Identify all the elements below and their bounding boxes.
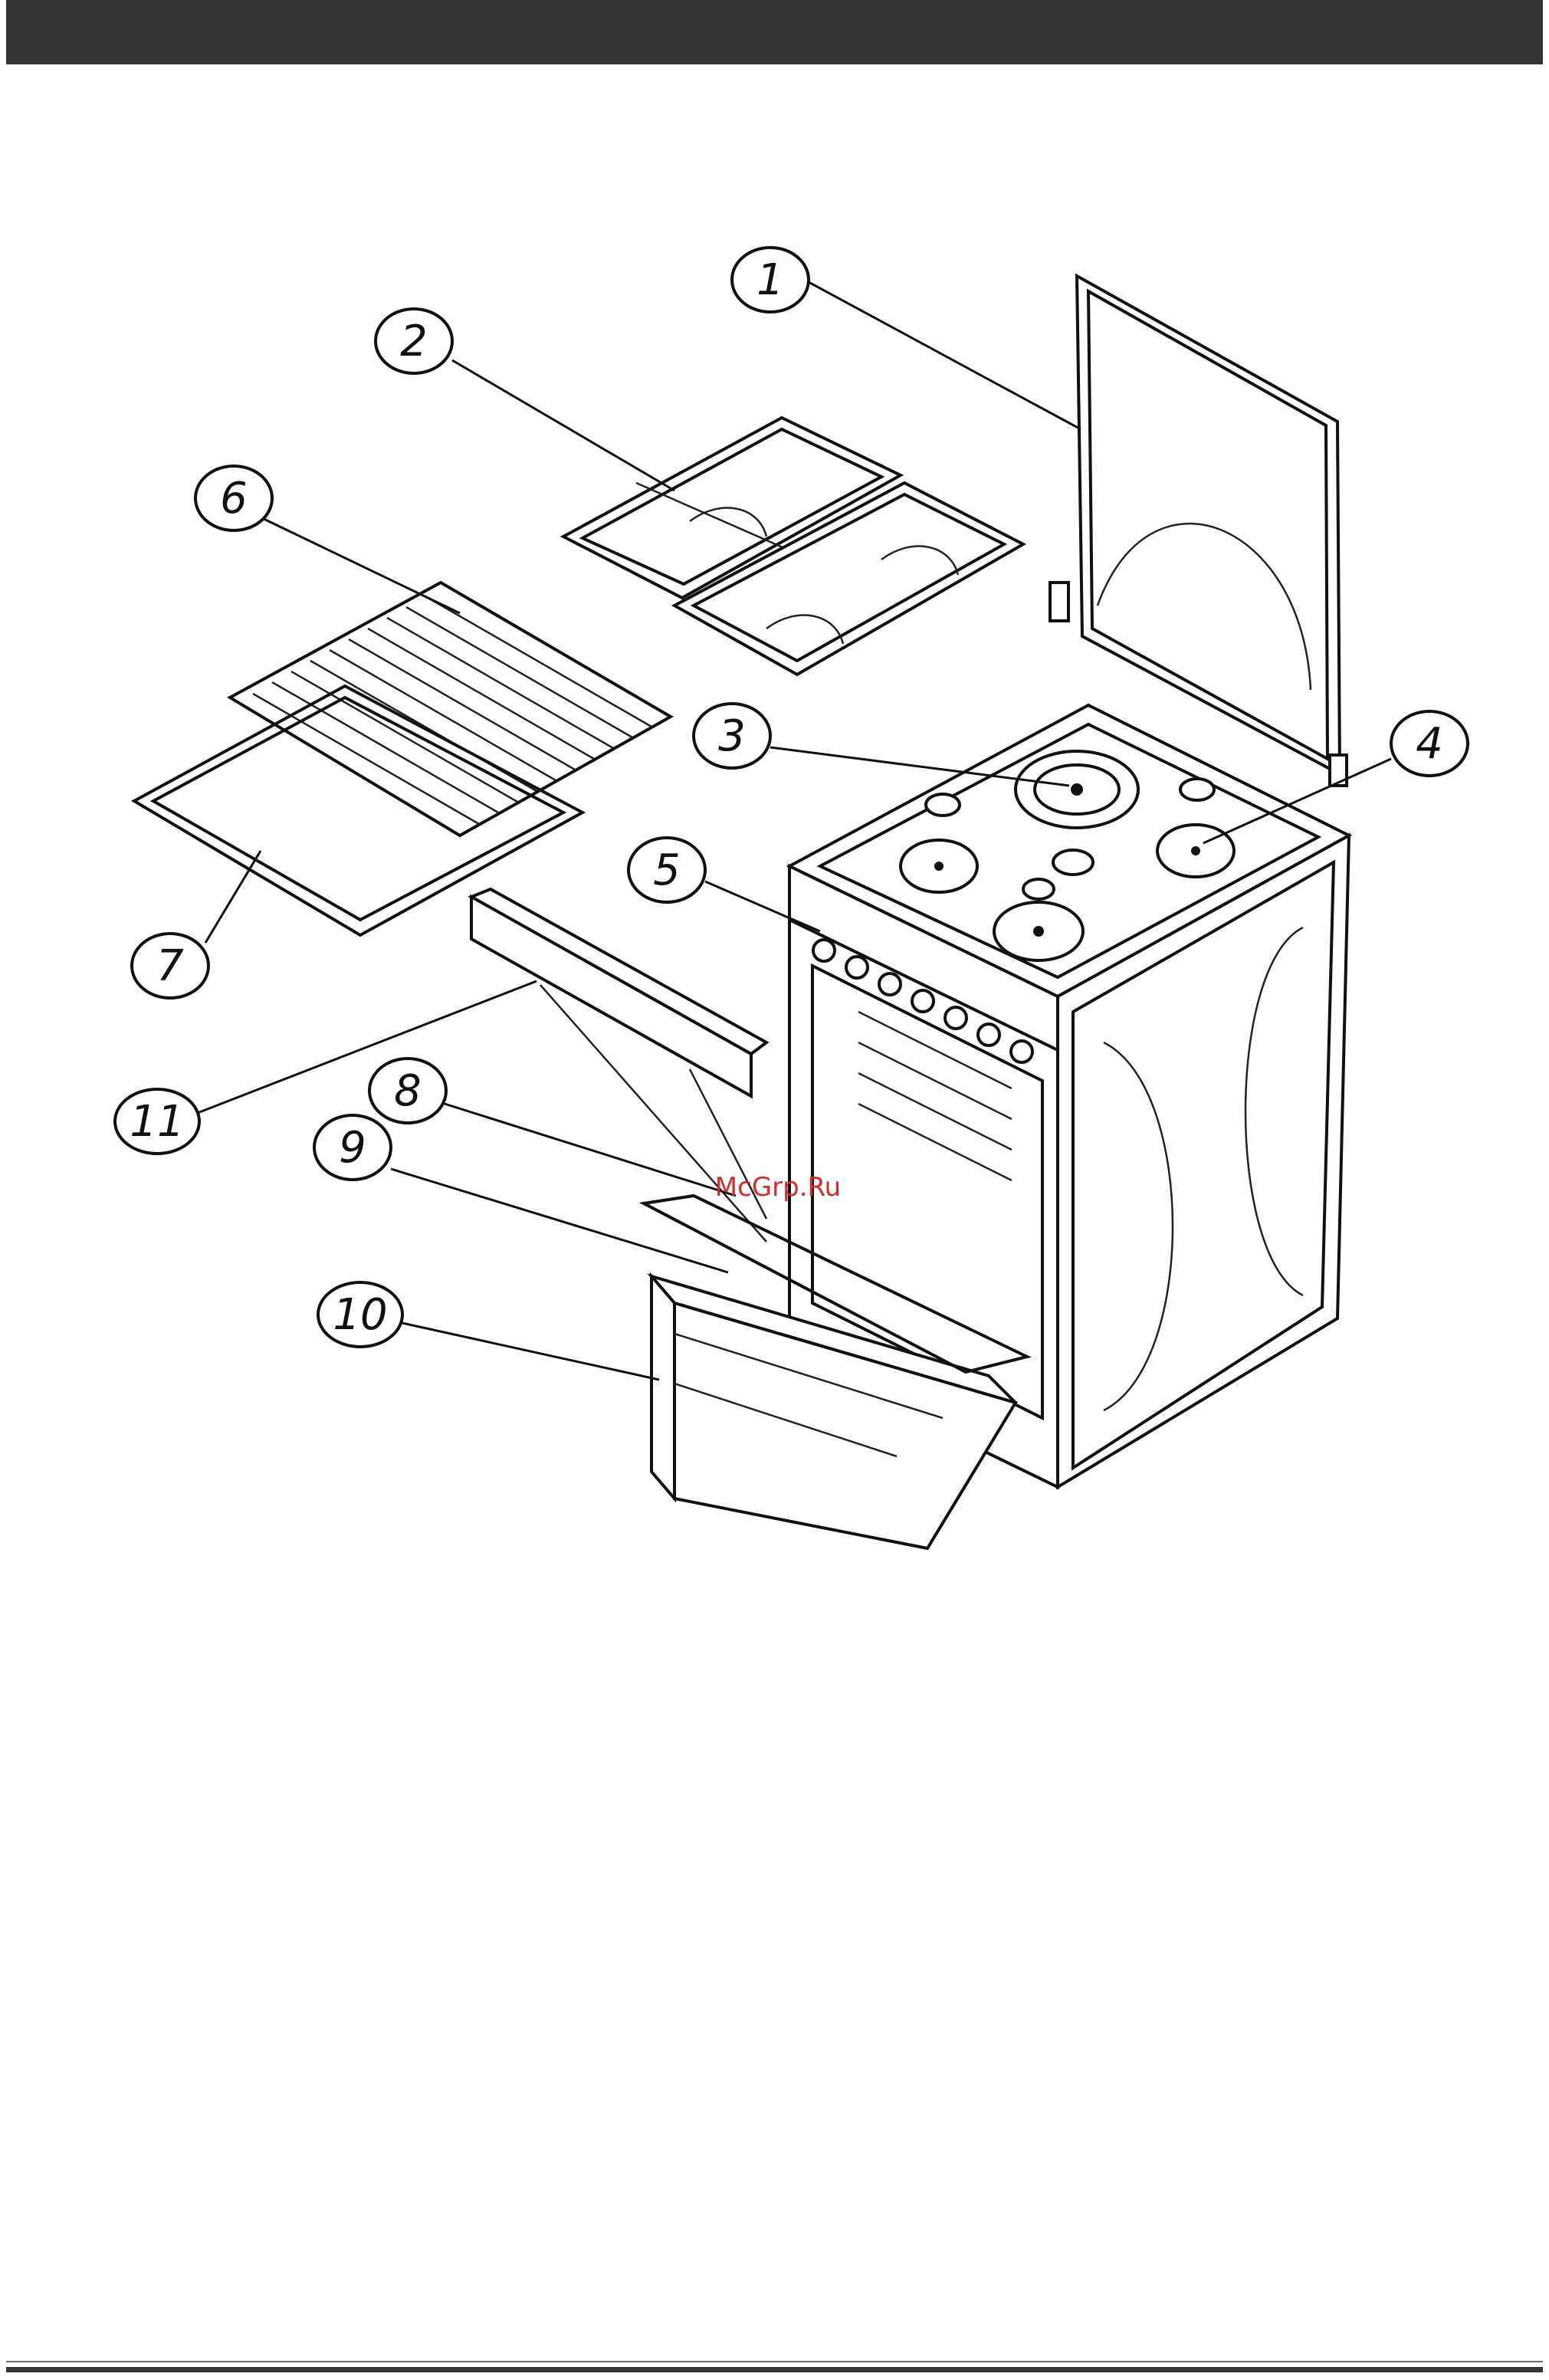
callout-3: 3 (694, 704, 770, 768)
svg-text:2: 2 (400, 317, 428, 366)
callout-2: 2 (376, 309, 452, 373)
callout-11: 11 (115, 1089, 199, 1154)
callout-7: 7 (132, 934, 208, 998)
pan-supports (563, 418, 1023, 675)
footer-rule (6, 2367, 1543, 2372)
svg-text:3: 3 (718, 711, 746, 761)
svg-text:11: 11 (130, 1097, 184, 1147)
callout-1: 1 (732, 248, 809, 312)
svg-text:4: 4 (1416, 719, 1443, 769)
svg-text:5: 5 (653, 845, 681, 895)
watermark: McGrp.Ru (715, 1172, 841, 1203)
callout-9: 9 (314, 1115, 391, 1180)
callout-5: 5 (628, 838, 705, 902)
svg-text:7: 7 (156, 941, 184, 991)
svg-text:1: 1 (756, 255, 784, 305)
callout-10: 10 (318, 1282, 402, 1347)
callout-6: 6 (195, 466, 272, 530)
callout-8: 8 (369, 1059, 446, 1123)
oven-rack (230, 583, 671, 835)
svg-text:10: 10 (333, 1290, 387, 1340)
svg-text:9: 9 (339, 1123, 366, 1173)
svg-text:8: 8 (394, 1066, 422, 1116)
footer-rule-thin (6, 2361, 1543, 2362)
stove-exploded-diagram: 1 2 3 4 5 6 7 8 (0, 0, 1549, 1610)
callout-4: 4 (1391, 711, 1468, 776)
svg-text:6: 6 (220, 474, 248, 524)
